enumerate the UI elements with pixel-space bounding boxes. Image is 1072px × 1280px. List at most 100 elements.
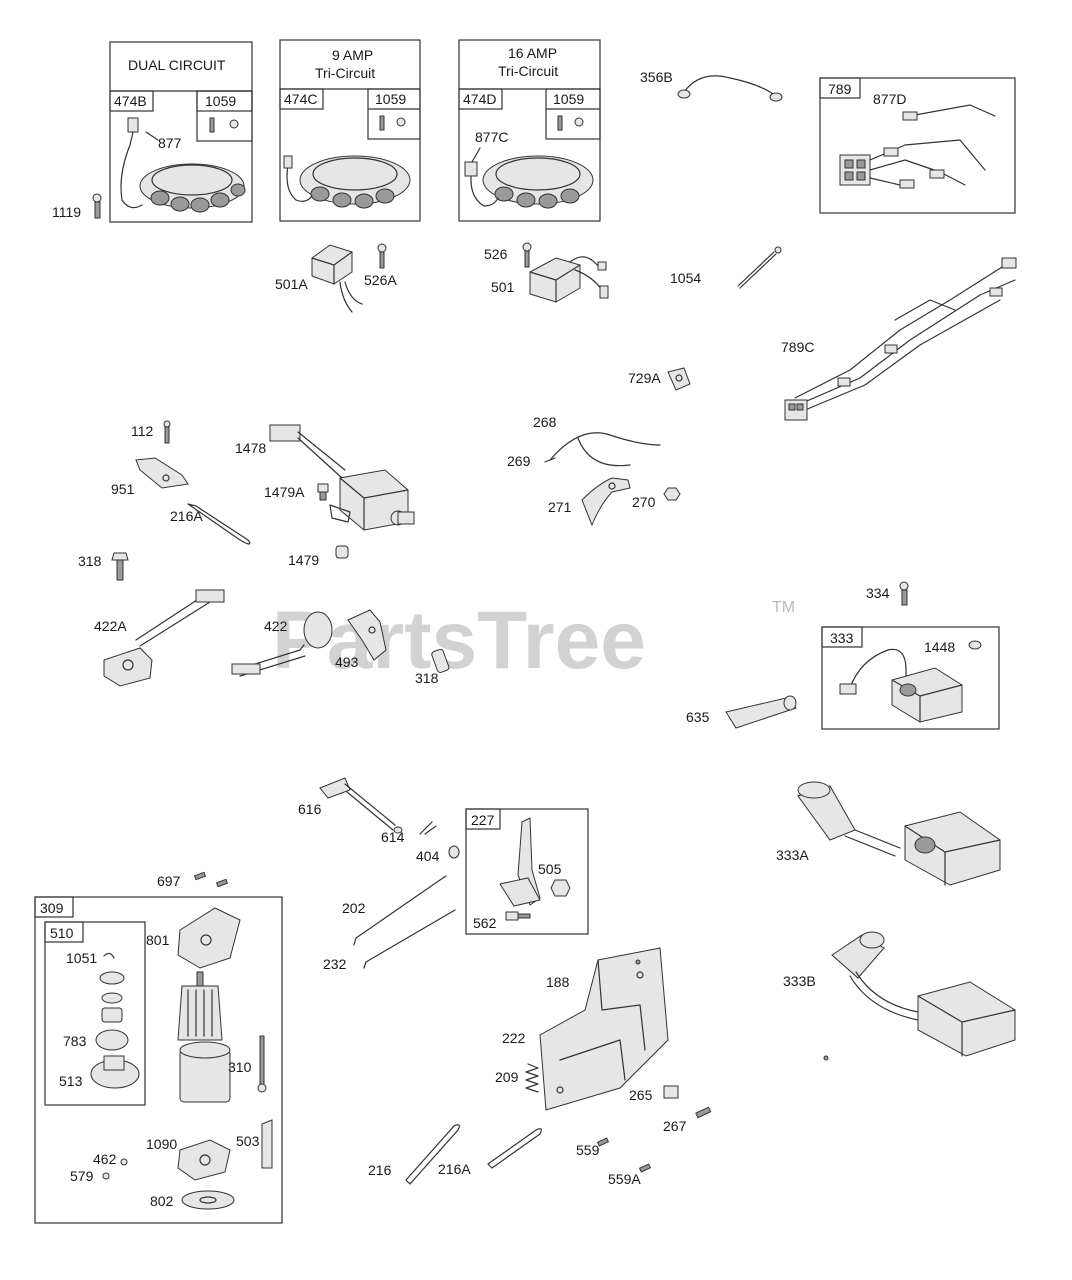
sixteen-amp-title-1: 16 AMP: [508, 45, 557, 61]
label-422A: 422A: [94, 618, 127, 634]
sixteen-amp-title-2: Tri-Circuit: [498, 63, 558, 79]
throttle-lever-227: [499, 817, 571, 921]
boot-635: [725, 695, 797, 729]
watermark: PartsTree: [272, 595, 646, 686]
screw-318-mid: [431, 648, 450, 673]
label-697: 697: [157, 873, 181, 889]
solenoid-1478: [269, 424, 415, 531]
ignition-coil-333: [839, 648, 963, 723]
label-789: 789: [828, 81, 852, 97]
label-1051: 1051: [66, 950, 97, 966]
label-1054: 1054: [670, 270, 701, 286]
plate-503: [261, 1119, 273, 1169]
label-1059-b: 1059: [375, 91, 406, 107]
screw-559A: [638, 1163, 652, 1173]
wire-422: [231, 611, 333, 677]
ground-wire-356B: [677, 75, 783, 102]
spring-209: [525, 1063, 539, 1093]
screw-1479A: [317, 483, 329, 501]
label-267: 267: [663, 1118, 687, 1134]
dot-marker: [635, 959, 641, 965]
nine-amp-title-1: 9 AMP: [332, 47, 373, 63]
nut-270: [663, 487, 681, 501]
screw-526A: [377, 243, 387, 269]
stator-coil-c: [464, 147, 594, 209]
screw-559: [596, 1137, 610, 1147]
label-310: 310: [228, 1059, 252, 1075]
label-526A: 526A: [364, 272, 397, 288]
label-1448: 1448: [924, 639, 955, 655]
label-474C: 474C: [284, 91, 317, 107]
armature: [177, 971, 223, 1041]
wire-422A: [103, 589, 225, 687]
nine-amp-title-2: Tri-Circuit: [315, 65, 375, 81]
label-265: 265: [629, 1087, 653, 1103]
label-462: 462: [93, 1151, 117, 1167]
label-1059-a: 1059: [205, 93, 236, 109]
screw-334: [899, 581, 909, 606]
starter-309-box: 309 510: [34, 896, 283, 1224]
label-474B: 474B: [114, 93, 147, 109]
washer-404: [448, 845, 460, 859]
nine-amp-box: 9 AMP Tri-Circuit 474C 1059: [279, 39, 421, 222]
label-271: 271: [548, 499, 572, 515]
label-318-top: 318: [78, 553, 102, 569]
label-526: 526: [484, 246, 508, 262]
clip-1051: [103, 952, 115, 959]
spring-216: [405, 1124, 460, 1185]
stator-coil-b: [283, 155, 411, 209]
pin-614: [419, 821, 437, 835]
label-232: 232: [323, 956, 347, 972]
washer-802: [181, 1190, 235, 1210]
label-356B: 356B: [640, 69, 673, 85]
nut-579: [102, 1172, 110, 1180]
label-877D: 877D: [873, 91, 906, 107]
label-783: 783: [63, 1033, 87, 1049]
label-270: 270: [632, 494, 656, 510]
dual-circuit-title: DUAL CIRCUIT: [128, 57, 226, 73]
control-bracket-222: [539, 947, 669, 1111]
label-1478: 1478: [235, 440, 266, 456]
label-216A-bot: 216A: [438, 1161, 471, 1177]
lever-951: [135, 457, 189, 489]
motor-housing: [179, 1041, 231, 1103]
label-188: 188: [546, 974, 570, 990]
screw-1119: [92, 193, 102, 219]
label-493: 493: [335, 654, 359, 670]
label-202: 202: [342, 900, 366, 916]
sixteen-amp-box: 16 AMP Tri-Circuit 474D 1059 877C: [458, 39, 601, 222]
label-635: 635: [686, 709, 710, 725]
harness-connector-789: [839, 104, 996, 189]
harness-789-box: 789 877D: [819, 77, 1016, 214]
screw-nut-1059-c: [557, 115, 584, 131]
label-1479A: 1479A: [264, 484, 305, 500]
end-cap-801: [177, 907, 241, 969]
screw-267: [695, 1106, 712, 1119]
screw-526: [522, 242, 532, 268]
label-1479: 1479: [288, 552, 319, 568]
gear-stack-510: [90, 971, 140, 1089]
label-789C: 789C: [781, 339, 814, 355]
label-422: 422: [264, 618, 288, 634]
watermark-tm: TM: [772, 599, 795, 616]
regulator-501: [529, 256, 609, 303]
label-951: 951: [111, 481, 135, 497]
label-227: 227: [471, 812, 495, 828]
label-1090: 1090: [146, 1136, 177, 1152]
screw-nut-1059-b: [379, 115, 406, 131]
label-209: 209: [495, 1069, 519, 1085]
dual-circuit-box: DUAL CIRCUIT 474B 1059: [109, 41, 253, 223]
clip-493: [347, 609, 387, 661]
label-559: 559: [576, 1142, 600, 1158]
label-510: 510: [50, 925, 74, 941]
label-112: 112: [131, 423, 154, 439]
label-309: 309: [40, 900, 64, 916]
bracket-271: [581, 477, 631, 527]
label-801: 801: [146, 932, 170, 948]
nut-462: [120, 1158, 128, 1166]
label-216: 216: [368, 1162, 392, 1178]
cable-268-269: [544, 432, 661, 467]
label-505: 505: [538, 861, 562, 877]
ignition-333-box: 333 1448: [821, 626, 1000, 730]
